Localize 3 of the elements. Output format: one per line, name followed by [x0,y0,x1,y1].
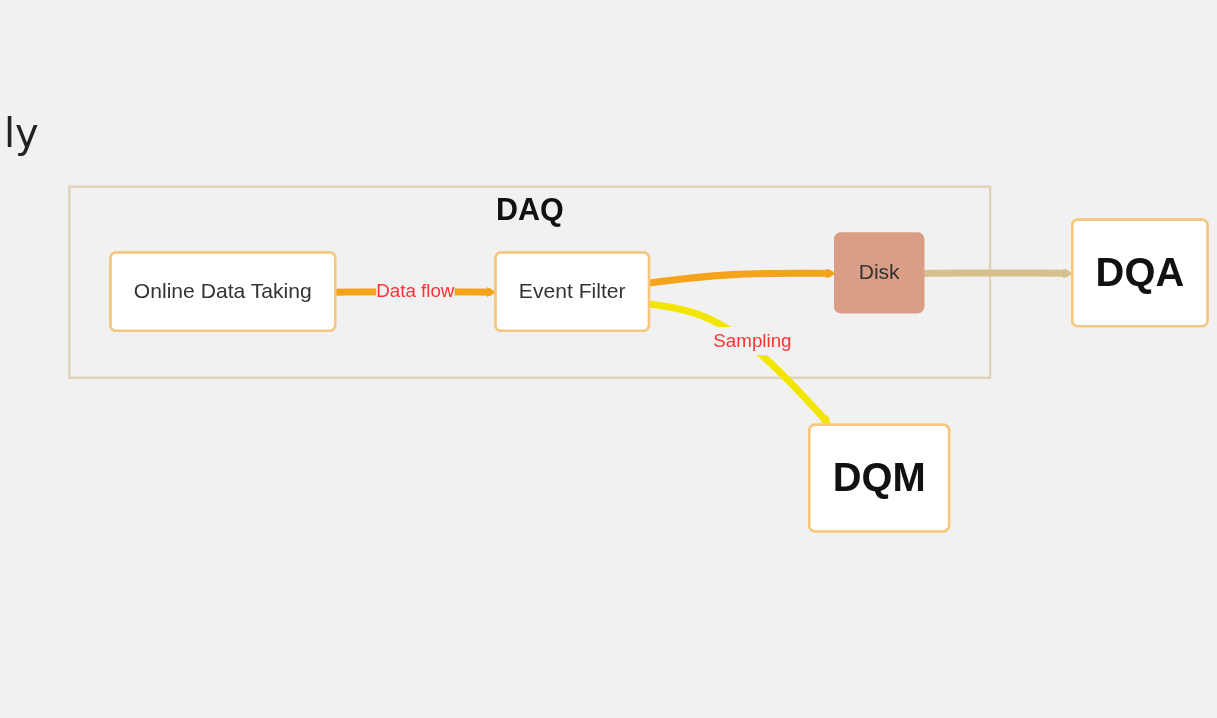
edge-label: Sampling [713,330,792,351]
edge-label: Data flow [376,281,455,301]
cut-off-text: ly [4,110,39,156]
